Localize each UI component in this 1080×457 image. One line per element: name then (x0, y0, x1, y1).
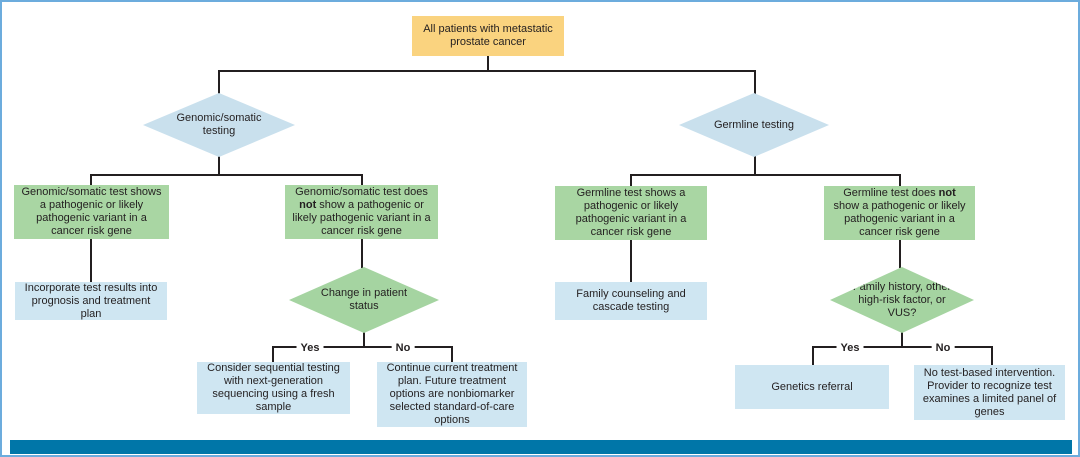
connector-line (899, 239, 901, 268)
node-germline-positive-result: Germline test shows a pathogenic or like… (555, 186, 707, 240)
node-somatic-negative-text: Genomic/somatic test does not show a pat… (292, 186, 431, 237)
node-germline-negative-text: Germline test does not show a pathogenic… (833, 187, 966, 238)
edge-label-no: No (931, 342, 955, 354)
connector-line (361, 239, 363, 268)
connector-line (218, 70, 220, 94)
connector-line (90, 174, 92, 186)
connector-line (630, 239, 632, 282)
connector-line (361, 174, 363, 186)
connector-line (901, 332, 903, 347)
connector-line (218, 156, 220, 176)
connector-line (272, 346, 274, 362)
node-somatic-positive-result: Genomic/somatic test shows a pathogenic … (14, 185, 169, 239)
connector-line (451, 346, 453, 362)
node-somatic-negative-result: Genomic/somatic test does not show a pat… (285, 185, 438, 239)
connector-line (218, 70, 756, 72)
connector-line (812, 346, 814, 365)
node-germline-negative-result: Germline test does not show a pathogenic… (824, 186, 975, 240)
connector-line (272, 346, 453, 348)
edge-label-yes: Yes (836, 342, 864, 354)
edge-label-yes: Yes (296, 342, 324, 354)
connector-line (812, 346, 993, 348)
decision-genomic-somatic-testing: Genomic/somatic testing (143, 93, 295, 157)
node-genetics-referral-action: Genetics referral (735, 365, 889, 409)
node-continue-treatment-action: Continue current treatment plan. Future … (377, 362, 527, 427)
connector-line (630, 174, 632, 186)
node-root-all-patients: All patients with metastatic prostate ca… (412, 16, 564, 56)
node-family-counseling-action: Family counseling and cascade testing (555, 282, 707, 320)
node-no-intervention-action: No test-based intervention. Provider to … (914, 365, 1065, 420)
connector-line (90, 174, 363, 176)
connector-line (363, 332, 365, 347)
decision-family-history-vus: Family history, other high-risk factor, … (830, 267, 974, 333)
footer-accent-bar (10, 440, 1072, 454)
connector-line (991, 346, 993, 365)
connector-line (487, 56, 489, 72)
connector-line (754, 70, 756, 94)
connector-line (899, 174, 901, 186)
edge-label-no: No (391, 342, 415, 354)
connector-line (90, 239, 92, 282)
node-sequential-testing-action: Consider sequential testing with next-ge… (197, 362, 350, 414)
decision-germline-testing: Germline testing (679, 93, 829, 157)
decision-change-in-patient-status: Change in patient status (289, 267, 439, 333)
connector-line (630, 174, 901, 176)
connector-line (754, 156, 756, 176)
node-incorporate-results-action: Incorporate test results into prognosis … (15, 282, 167, 320)
